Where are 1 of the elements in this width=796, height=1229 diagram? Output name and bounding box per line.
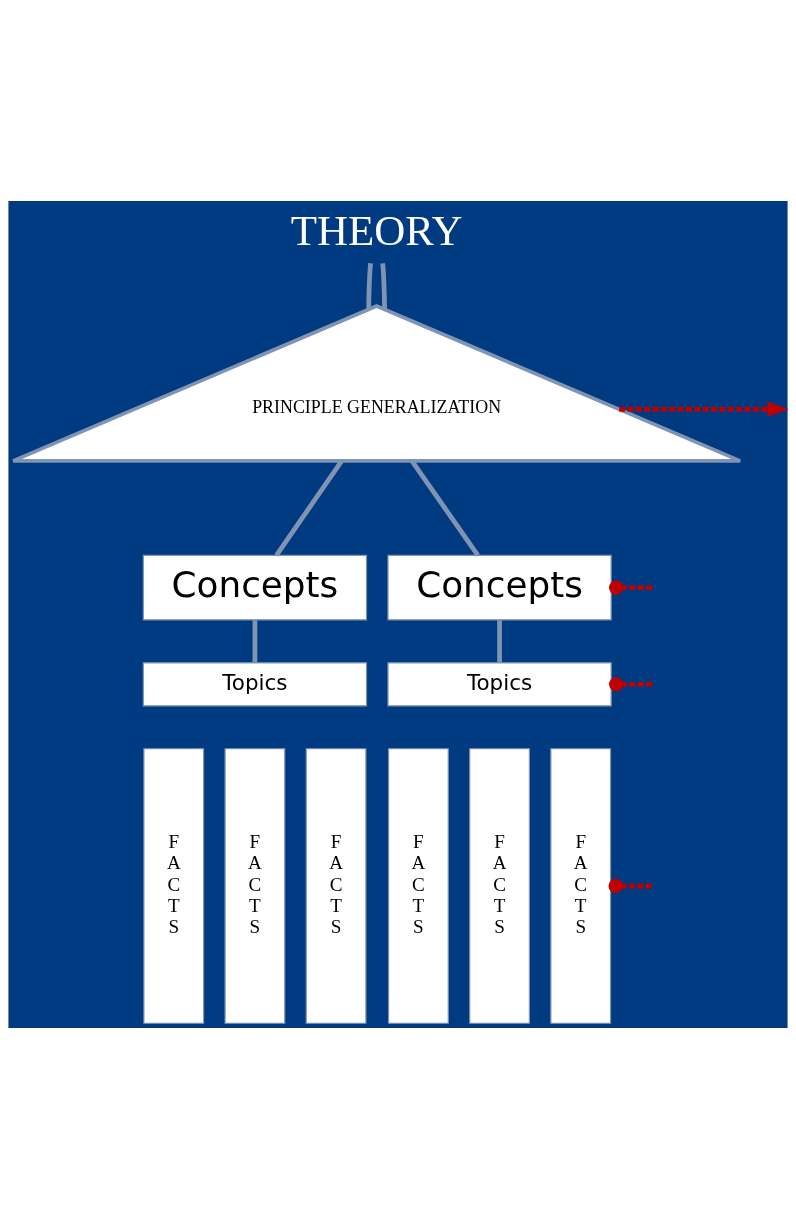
node-text: THEORY	[290, 206, 463, 254]
